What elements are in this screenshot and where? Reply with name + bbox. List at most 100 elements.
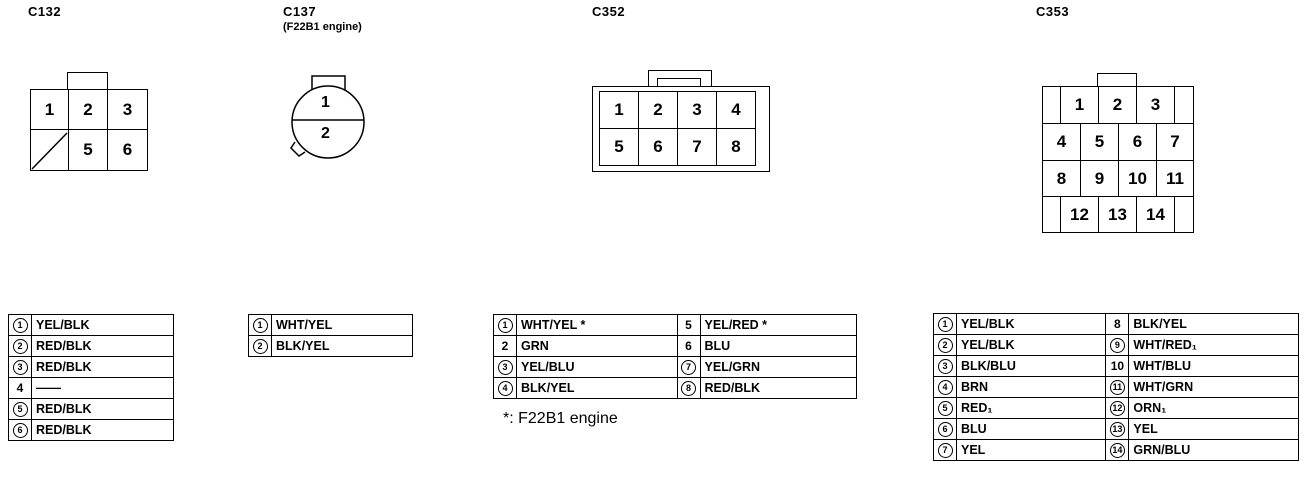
c137-pin-1: 1 [321,94,330,111]
pin-number: 1 [12,318,28,333]
c353-wire-pin-2: 2 [933,334,957,356]
c132-wire-color-1: YEL/BLK [31,314,174,336]
c352-wire-color-3: YEL/BLU [516,356,678,378]
c353-pin-9: 9 [1080,160,1119,197]
c353-pin-12: 12 [1060,196,1099,233]
pin-number: 2 [937,338,953,353]
c353-wire-color-12: ORN₁ [1128,397,1299,419]
c353-wire-color-4: BRN [955,376,1107,398]
c352-wire-color-4: BLK/YEL [516,377,678,399]
c353-pin-6: 6 [1118,123,1157,161]
c352-pin-3: 3 [677,91,717,129]
c137-connector: 1 2 [283,70,373,170]
pin-number: 13 [1109,422,1125,437]
pin-number: 4 [16,381,24,395]
c353-wire-pin-6: 6 [933,418,957,440]
c353-wire-color-1: YEL/BLK [955,313,1107,335]
pin-number: 3 [937,359,953,374]
c353-pin-5: 5 [1080,123,1119,161]
pin-number: 2 [252,339,268,354]
c352-wire-color-5: YEL/RED * [699,314,858,336]
c353-wire-color-3: BLK/BLU [955,355,1107,377]
c353-wire-color-6: BLU [955,418,1107,440]
c132-wire-pin-6: 6 [8,419,32,441]
pin-number: 3 [12,360,28,375]
c353-pin-3: 3 [1136,86,1175,124]
pin-number: 1 [497,318,513,333]
c352-pin-6: 6 [638,128,678,166]
c353-wire-pin-9: 9 [1105,334,1130,356]
c352-wire-pin-5: 5 [676,314,701,336]
pin-number: 8 [681,381,697,396]
pin-number: 7 [681,360,697,375]
c353-pin-8: 8 [1042,160,1081,197]
c353-wire-color-13: YEL [1128,418,1299,440]
c352-pin-8: 8 [716,128,756,166]
c137-wire-pin-1: 1 [248,314,272,336]
c352-wire-color-7: YEL/GRN [699,356,858,378]
c137-wire-color-2: BLK/YEL [271,335,413,357]
c352-wire-color-8: RED/BLK [699,377,858,399]
c137-pin-2: 2 [321,125,330,142]
c353-title: C353 [1036,4,1070,19]
pin-number: 1 [252,318,268,333]
c353-pin-7: 7 [1156,123,1194,161]
c352-wire-pin-4: 4 [493,377,517,399]
c132-wire-pin-1: 1 [8,314,32,336]
c132-pin-1: 1 [30,89,69,130]
c132-wire-pin-5: 5 [8,398,32,420]
c352-wire-pin-7: 7 [676,356,701,378]
c132-wire-color-2: RED/BLK [31,335,174,357]
c353-row1-spacer-left [1042,86,1061,124]
c132-title: C132 [28,4,62,19]
c353-wire-pin-4: 4 [933,376,957,398]
c353-wire-color-10: WHT/BLU [1128,355,1299,377]
c132-blank-slash [31,131,68,170]
pin-number: 2 [501,339,509,353]
pin-number: 12 [1109,401,1125,416]
pin-number: 5 [12,402,28,417]
pin-number: 5 [937,401,953,416]
c352-pin-1: 1 [599,91,639,129]
table-row: 4—— [8,377,174,399]
c132-pin-2: 2 [68,89,108,130]
c353-wire-color-7: YEL [955,439,1107,461]
c132-wire-pin-2: 2 [8,335,32,357]
c352-pin-7: 7 [677,128,717,166]
c132-pin-6: 6 [107,129,148,171]
c352-wire-color-2: GRN [516,335,678,357]
pin-number: 4 [497,381,513,396]
c353-pin-13: 13 [1098,196,1137,233]
c353-wire-pin-14: 14 [1105,439,1130,461]
pin-number: 9 [1109,338,1125,353]
pin-number: 10 [1110,359,1125,373]
pin-number: 11 [1109,380,1125,395]
pin-number: 7 [937,443,953,458]
c352-wire-pin-8: 8 [676,377,701,399]
c353-wire-pin-10: 10 [1105,355,1130,377]
c352-title: C352 [592,4,626,19]
c353-wire-pin-8: 8 [1105,313,1130,335]
c353-pin-14: 14 [1136,196,1175,233]
c137-title: C137 [283,4,317,19]
c353-wire-pin-12: 12 [1105,397,1130,419]
pin-number: 14 [1109,443,1125,458]
pin-number: 6 [685,339,692,353]
